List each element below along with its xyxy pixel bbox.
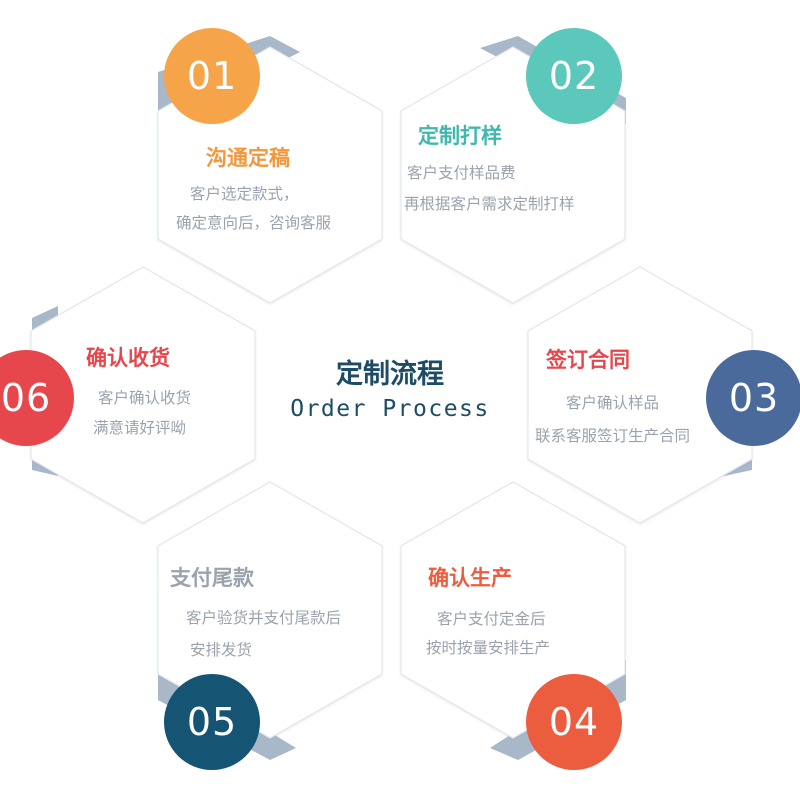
step-01-line-2: 确定意向后，咨询客服 [176,214,332,232]
step-01-badge: 01 [164,28,260,124]
step-01-title: 沟通定稿 [206,146,290,170]
hexagon-outline-3 [527,266,753,524]
step-05-title: 支付尾款 [170,566,254,590]
step-03-line-1: 客户确认样品 [566,394,660,412]
step-02-badge: 02 [526,28,622,124]
step-05-line-2: 安排发货 [190,641,253,659]
step-04-title: 确认生产 [428,566,512,590]
step-04-badge: 04 [526,674,622,770]
hexagon-card-6 [31,267,255,523]
step-02-line-1: 客户支付样品费 [407,164,516,182]
center-subtitle: Order Process [290,396,490,422]
hexagon-outline-6 [30,266,256,524]
step-04-line-1: 客户支付定金后 [437,610,546,628]
step-02-line-2: 再根据客户需求定制打样 [404,195,575,213]
step-06-title: 确认收货 [86,346,170,370]
center-title: 定制流程 [336,359,444,390]
step-05-line-1: 客户验货并支付尾款后 [186,609,342,627]
hexagon-outline-4 [400,481,626,739]
hexagon-outline-1 [157,46,383,304]
step-03-title: 签订合同 [546,348,630,372]
step-06-line-1: 客户确认收货 [98,389,192,407]
hexagon-card-3 [528,267,752,523]
step-01-line-1: 客户选定款式， [190,185,299,203]
hexagon-outline-5 [157,481,383,739]
step-04-line-2: 按时按量安排生产 [426,639,551,657]
step-03-line-2: 联系客服签订生产合同 [535,427,691,445]
step-03-badge: 03 [706,350,800,446]
step-05-badge: 05 [164,674,260,770]
step-02-title: 定制打样 [418,124,502,148]
step-06-badge: 06 [0,350,74,446]
hexagon-outline-2 [400,46,626,304]
step-06-line-2: 满意请好评呦 [93,419,187,437]
